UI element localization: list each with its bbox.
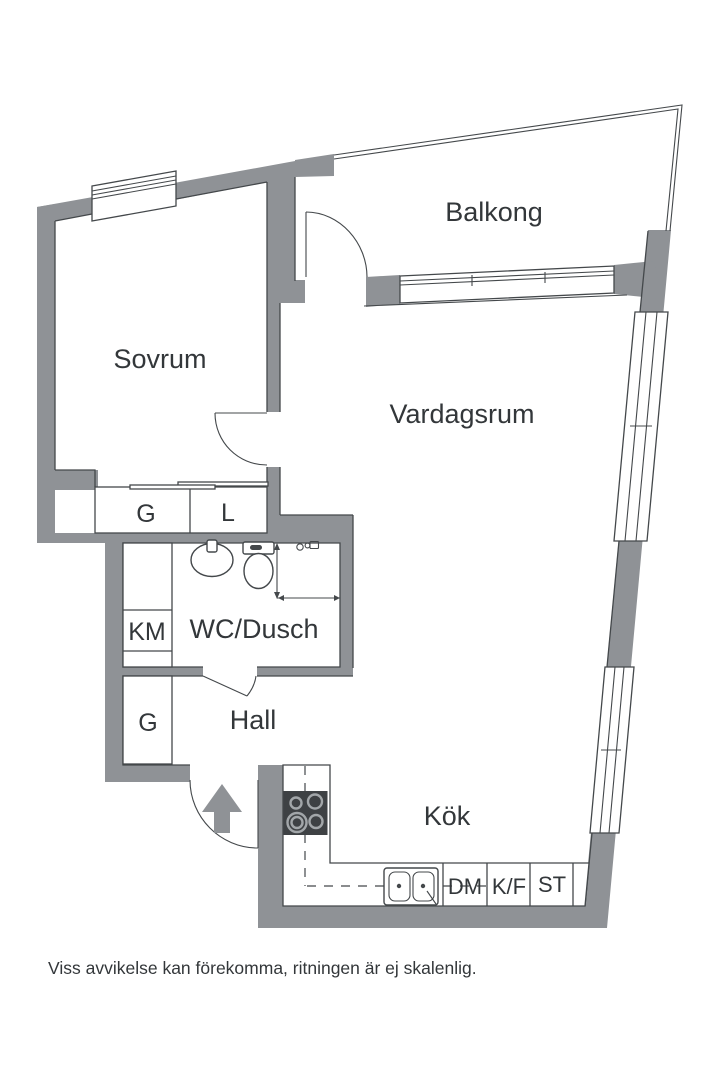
doors [189,211,368,849]
window-icon-living [613,311,669,542]
railing-inner-line [333,108,679,232]
unit-label-bedroom-wardrobe: G [136,500,155,528]
unit-label-fridge-freezer: K/F [492,874,526,899]
wall-segment [257,667,353,676]
wall-segment [105,543,123,782]
wall-segment [340,537,353,668]
wall-segment [53,470,98,490]
wall-segment [123,667,203,676]
sliding-rail [177,481,269,487]
bedroom-closet-row [94,481,269,534]
room-label-bedroom: Sovrum [113,344,206,374]
disclaimer-text: Viss avvikelse kan förekomma, ritningen … [48,958,477,978]
hall-wardrobe-box [122,675,173,765]
living-outline [279,303,354,668]
railing-outer-line [333,104,683,232]
entrance-arrow-icon [202,784,242,833]
kitchen-counter [282,764,590,907]
room-labels: Balkong Sovrum Vardagsrum WC/Dusch Hall … [113,197,542,831]
window-icon-bedroom [91,170,177,222]
wall-segment [267,467,280,517]
wall-segment [37,533,353,543]
sliding-rail [129,484,216,490]
door-swing-icon-balcony [305,211,368,278]
room-label-bath: WC/Dusch [189,614,318,644]
toilet-icon [242,541,275,590]
unit-label-washing-machine: KM [128,618,166,646]
washing-machine-unit [122,542,173,668]
unit-label-bedroom-linen: L [221,499,235,527]
wall-segment [366,275,400,307]
unit-label-dishwasher: DM [448,874,482,899]
door-swing-icon-bathroom [202,675,257,697]
wall-segment [258,765,283,928]
wall-segment [105,765,190,782]
wall-segment [267,177,305,303]
wall-segment [614,261,663,299]
bedroom-outline [54,181,268,487]
shower-zone-lines [274,543,340,601]
walls [37,154,671,928]
room-label-living: Vardagsrum [389,399,534,429]
washbasin-icon [190,539,234,578]
stove-icon [283,791,328,835]
balcony-railing [333,104,683,232]
wall-segment [174,161,295,200]
shower-mixer-icon [296,540,320,551]
wall-segment [267,515,353,537]
windows [91,170,669,834]
room-label-hall: Hall [230,705,277,735]
window-icon-kitchen [589,666,635,834]
wall-segment [37,204,55,543]
door-swing-icon-entrance [189,779,259,849]
kitchen-fixtures [282,764,590,907]
door-swing-icon-bedroom [214,412,268,466]
unit-labels: G L KM G DM K/F ST [128,499,566,899]
room-label-balcony: Balkong [445,197,543,227]
wall-segment [267,303,280,412]
window-icon-balcony [363,265,628,307]
room-label-kitchen: Kök [424,801,471,831]
bathroom-fixtures [190,539,340,601]
kitchen-sink-icon [383,867,439,906]
unit-label-hall-wardrobe: G [138,709,157,737]
wall-segment [295,154,334,177]
unit-label-cleaning-cabinet: ST [538,872,566,897]
closets [94,481,269,765]
